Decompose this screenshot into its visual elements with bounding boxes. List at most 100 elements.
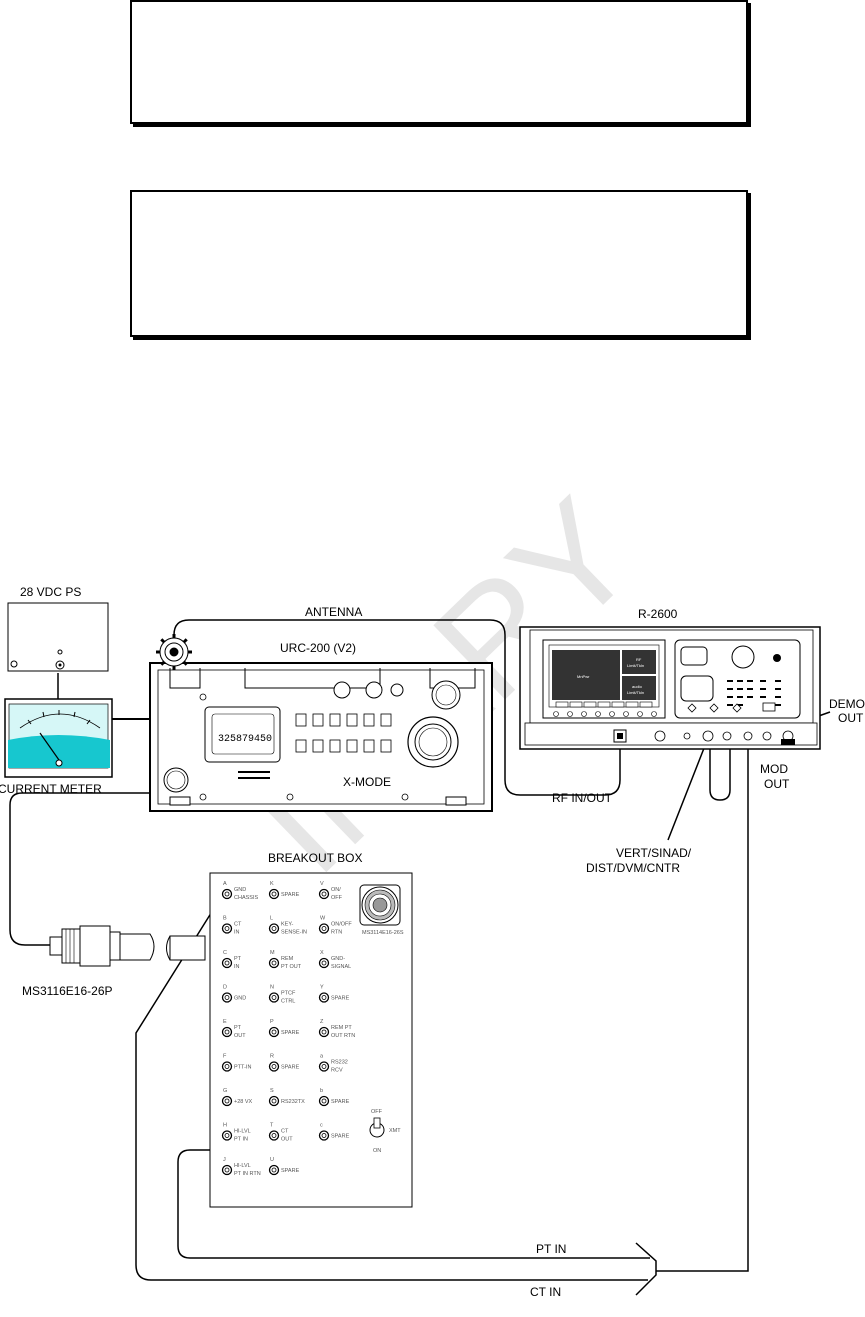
breakout-pin-C: C PT IN <box>221 950 242 970</box>
breakout-pin-S: S RS232TX <box>268 1088 305 1107</box>
pin-jack-center <box>321 1098 327 1104</box>
pin-label: PT <box>234 956 242 962</box>
pin-jack-center <box>271 1029 277 1035</box>
pin-letter: S <box>270 1088 274 1094</box>
pin-jack-center <box>224 995 230 1000</box>
pin-jack-center <box>321 960 327 966</box>
pin-letter: F <box>223 1054 227 1060</box>
pin-label: OUT <box>234 1033 246 1039</box>
pin-letter: V <box>320 881 324 887</box>
pin-letter: C <box>223 950 227 956</box>
mod-out-cable <box>656 740 749 1272</box>
radio-label: URC-200 (V2) <box>280 641 356 655</box>
screen-audio-label: audio <box>632 684 643 689</box>
pin-label: OUT <box>281 1137 293 1143</box>
pin-jack-center <box>271 1098 277 1104</box>
pin-letter: H <box>223 1123 227 1129</box>
pin-label: RCV <box>331 1068 343 1074</box>
demod-out-label-2: OUT <box>838 711 864 725</box>
blank-box-top <box>130 0 748 124</box>
breakout-pin-T: T CT OUT <box>268 1123 293 1143</box>
pin-label: PT IN <box>234 1137 248 1143</box>
pin-label: KEY- <box>281 922 294 928</box>
pin-label: HI-LVL <box>234 1163 251 1169</box>
pin-jack-center <box>224 960 230 966</box>
mil-connector-receptacle: MS3114E16-26S <box>359 884 404 936</box>
pin-label: SPARE <box>331 1099 350 1105</box>
breakout-pin-A: A GND CHASSIS <box>221 881 258 901</box>
test-set-label: R-2600 <box>638 607 678 621</box>
current-meter: CURRENT METER <box>0 698 113 796</box>
pin-jack-center <box>224 1133 230 1138</box>
antenna-label: ANTENNA <box>305 605 362 619</box>
breakout-pin-D: D GND <box>221 985 246 1003</box>
pin-jack-center <box>224 1029 230 1035</box>
toggle-off-label: OFF <box>371 1109 383 1115</box>
pin-jack-center <box>224 1098 230 1104</box>
pin-jack-center <box>224 1167 230 1173</box>
ct-in-label: CT IN <box>530 1285 561 1299</box>
pin-letter: A <box>223 881 227 887</box>
pin-label: SIGNAL <box>331 964 351 970</box>
breakout-pin-E: E PT OUT <box>221 1019 246 1039</box>
pin-letter: D <box>223 985 227 991</box>
pin-label: CT <box>234 922 242 928</box>
pt-in-cable <box>177 1149 650 1259</box>
vert-label-1: VERT/SINAD/ <box>616 846 692 860</box>
vert-pointer <box>667 737 709 841</box>
pin-label: PT <box>234 1025 242 1031</box>
pin-label: GND <box>234 996 246 1002</box>
rf-in-out-label: RF IN/OUT <box>552 791 613 805</box>
pin-jack-center <box>271 1167 277 1173</box>
breakout-pin-W: W ON/OFF RTN <box>318 916 352 936</box>
breakout-box: BREAKOUT BOX AGNDCHASSISKSPAREVON/OFFBCT… <box>209 851 413 1208</box>
toggle-on-label: ON <box>373 1148 381 1154</box>
power-supply-label: 28 VDC PS <box>20 585 81 599</box>
pin-letter: E <box>223 1019 227 1025</box>
breakout-box-label: BREAKOUT BOX <box>268 851 362 865</box>
pin-label: OFF <box>331 895 343 901</box>
pin-jack-center <box>224 891 230 897</box>
pin-letter: B <box>223 916 227 922</box>
mil-connector-label: MS3114E16-26S <box>362 930 404 936</box>
breakout-pin-V: VON/OFF <box>318 881 343 901</box>
mod-out-label-2: OUT <box>764 777 790 791</box>
pin-letter: T <box>270 1123 274 1129</box>
pin-jack-center <box>271 995 277 1000</box>
pin-label: IN <box>234 964 240 970</box>
breakout-pins: AGNDCHASSISKSPAREVON/OFFBCTINLKEY-SENSE-… <box>221 881 355 1177</box>
pin-label: SPARE <box>281 892 300 898</box>
pin-letter: K <box>270 881 274 887</box>
pin-label: IN <box>234 930 240 936</box>
breakout-pin-K: K SPARE <box>268 881 300 900</box>
r-2600-test-set: R-2600 MnPwr RF Limit/Tkln audio Limit/T… <box>519 607 865 875</box>
pin-jack-center <box>271 891 277 897</box>
pin-label: SENSE-IN <box>281 930 307 936</box>
vert-label-2: DIST/DVM/CNTR <box>586 861 680 875</box>
demod-out-label-1: DEMOD <box>829 697 865 711</box>
pin-letter: J <box>223 1157 226 1163</box>
screen-main-label: MnPwr <box>577 674 590 679</box>
pin-label: CHASSIS <box>234 895 258 901</box>
pin-jack-center <box>224 1064 230 1069</box>
pin-label: GND <box>234 887 246 893</box>
pin-label: CT <box>281 1129 289 1135</box>
pin-label: RS232TX <box>281 1099 305 1105</box>
pin-label: ON/OFF <box>331 922 352 928</box>
pin-label: SPARE <box>331 1134 350 1140</box>
pin-letter: W <box>320 916 326 922</box>
vert-connector <box>702 730 714 742</box>
pin-label: SPARE <box>281 1168 300 1174</box>
pin-label: RTN <box>331 930 342 936</box>
pin-letter: G <box>223 1088 227 1094</box>
